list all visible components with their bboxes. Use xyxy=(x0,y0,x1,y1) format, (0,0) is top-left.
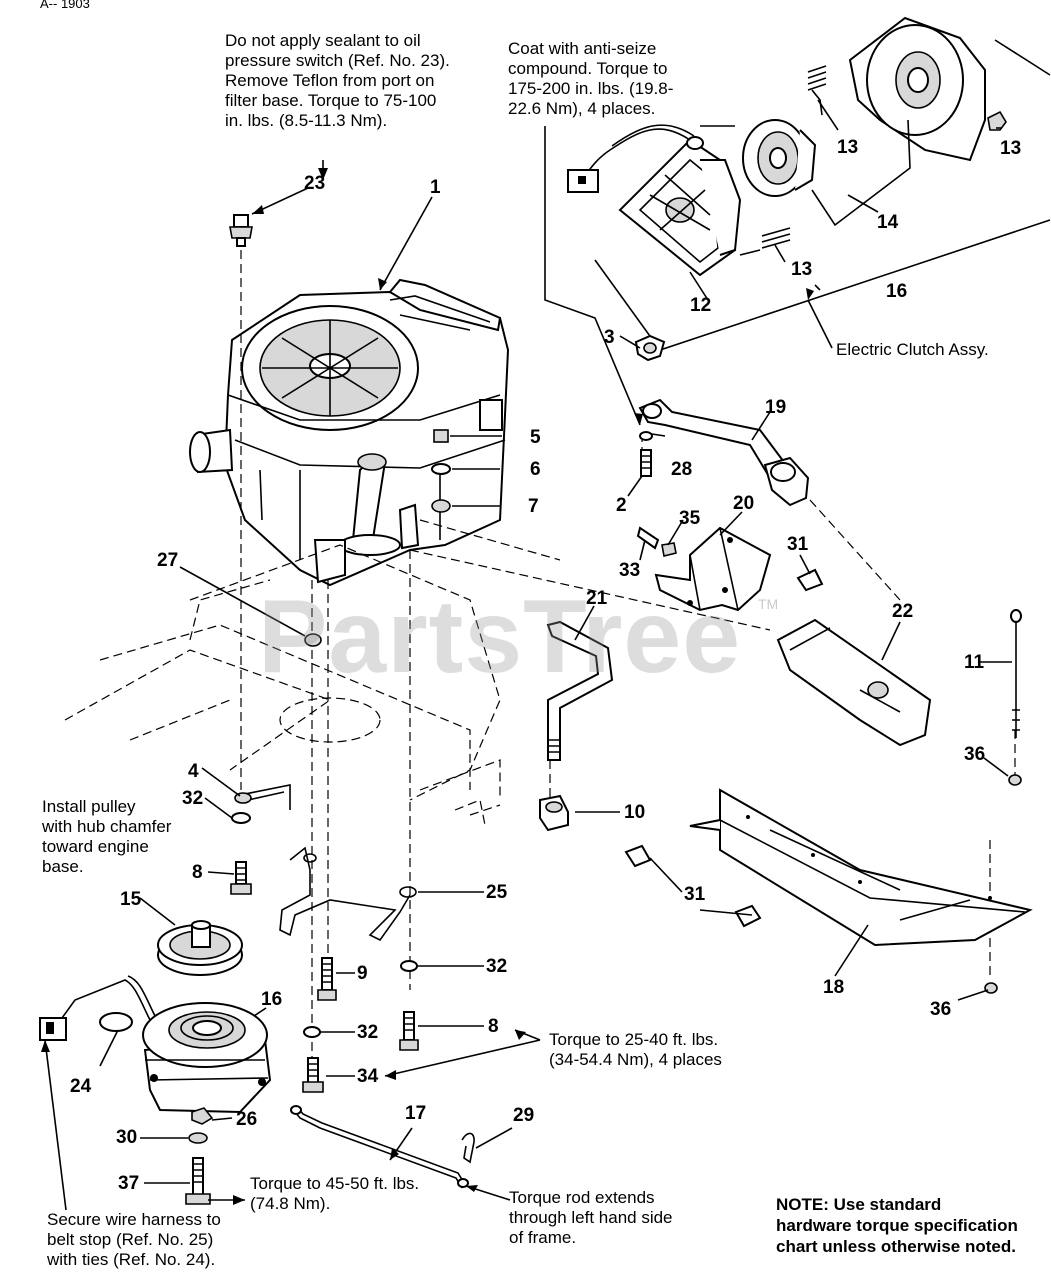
callout-19: 19 xyxy=(765,397,787,418)
figure-id: A-- 1903 xyxy=(40,0,90,11)
callout-9: 9 xyxy=(357,963,368,984)
callout-13-top: 13 xyxy=(837,137,859,158)
callout-8-right: 8 xyxy=(488,1016,499,1037)
note-torque-rod: Torque rod extends through left hand sid… xyxy=(509,1188,673,1247)
note-wire-harness: Secure wire harness to belt stop (Ref. N… xyxy=(47,1210,221,1269)
pulley-15 xyxy=(157,920,243,976)
callout-24: 24 xyxy=(70,1076,92,1097)
callout-5: 5 xyxy=(530,427,541,448)
lower-clutch-16 xyxy=(39,975,272,1114)
arrow-heads xyxy=(41,168,814,1205)
bracket-assembly xyxy=(636,526,824,612)
shield-18 xyxy=(689,788,1033,947)
callout-12: 12 xyxy=(690,295,712,316)
belt-stop-25 xyxy=(279,846,417,942)
left-hardware xyxy=(230,784,291,895)
callout-10: 10 xyxy=(624,802,646,823)
callout-36-lower: 36 xyxy=(930,999,952,1020)
callout-1: 1 xyxy=(430,177,441,198)
engine-assembly xyxy=(189,278,510,587)
callout-32-right: 32 xyxy=(486,956,508,977)
callout-34: 34 xyxy=(357,1066,379,1087)
nut-27 xyxy=(304,633,322,647)
callout-36-top: 36 xyxy=(964,744,986,765)
callout-13-right: 13 xyxy=(1000,138,1022,159)
note-install-pulley: Install pulley with hub chamfer toward e… xyxy=(42,797,172,876)
callout-35: 35 xyxy=(679,508,701,529)
callout-11: 11 xyxy=(964,652,985,673)
trademark-mark: TM xyxy=(758,596,779,612)
callout-28: 28 xyxy=(671,459,693,480)
callout-15: 15 xyxy=(120,889,142,910)
callout-23: 23 xyxy=(304,173,326,194)
clutch-exploded xyxy=(567,16,1051,351)
alignment-lines xyxy=(240,250,1016,1060)
center-hardware xyxy=(302,957,419,1093)
washer-6 xyxy=(431,463,451,475)
callout-20: 20 xyxy=(733,493,755,514)
nut-5 xyxy=(433,429,449,443)
callout-7: 7 xyxy=(528,496,539,517)
callout-31-top: 31 xyxy=(787,534,809,555)
oil-pressure-switch xyxy=(229,214,253,247)
callout-4: 4 xyxy=(188,761,199,782)
callout-17: 17 xyxy=(405,1103,427,1124)
callout-32-center: 32 xyxy=(357,1022,379,1043)
callout-31-lower: 31 xyxy=(684,884,706,905)
note-torque-25-40: Torque to 25-40 ft. lbs. (34-54.4 Nm), 4… xyxy=(549,1030,722,1069)
callout-8-left: 8 xyxy=(192,862,203,883)
leader-lines xyxy=(44,99,1012,1211)
cover-22 xyxy=(776,618,932,747)
callout-3: 3 xyxy=(604,327,615,348)
callout-14: 14 xyxy=(877,212,899,233)
callout-16-lower: 16 xyxy=(261,989,283,1010)
callout-27: 27 xyxy=(157,550,179,571)
callout-33: 33 xyxy=(619,560,641,581)
washer-30 xyxy=(188,1132,208,1144)
bolt-37 xyxy=(185,1157,211,1205)
watermark: PartsTree xyxy=(258,579,742,695)
callout-37: 37 xyxy=(118,1173,140,1194)
bolt-31-right xyxy=(734,904,762,928)
callout-13-lower: 13 xyxy=(791,259,813,280)
rod-11 xyxy=(984,609,1022,994)
callout-16-top: 16 xyxy=(886,281,908,302)
torque-rod-17 xyxy=(290,1105,475,1189)
note-oil-pressure-switch: Do not apply sealant to oil pressure swi… xyxy=(225,31,450,130)
callout-2: 2 xyxy=(616,495,627,516)
frame-outline xyxy=(64,544,501,826)
note-anti-seize: Coat with anti-seize compound. Torque to… xyxy=(508,39,674,118)
callout-30: 30 xyxy=(116,1127,138,1148)
nut-26 xyxy=(191,1107,214,1125)
callout-29: 29 xyxy=(513,1105,535,1126)
callout-25: 25 xyxy=(486,882,508,903)
callout-26: 26 xyxy=(236,1109,258,1130)
note-torque-45-50: Torque to 45-50 ft. lbs. (74.8 Nm). xyxy=(250,1174,420,1213)
callout-32-left: 32 xyxy=(182,788,204,809)
bolt-31-left xyxy=(624,844,652,868)
tube-assembly xyxy=(634,334,810,507)
callout-18: 18 xyxy=(823,977,845,998)
note-standard-torque: NOTE: Use standard hardware torque speci… xyxy=(776,1195,1018,1256)
tube-21 xyxy=(539,620,614,832)
callout-21: 21 xyxy=(586,588,608,609)
lockwasher-7 xyxy=(431,499,451,513)
callout-6: 6 xyxy=(530,459,541,480)
note-electric-clutch-assy: Electric Clutch Assy. xyxy=(836,340,989,359)
callout-22: 22 xyxy=(892,601,914,622)
